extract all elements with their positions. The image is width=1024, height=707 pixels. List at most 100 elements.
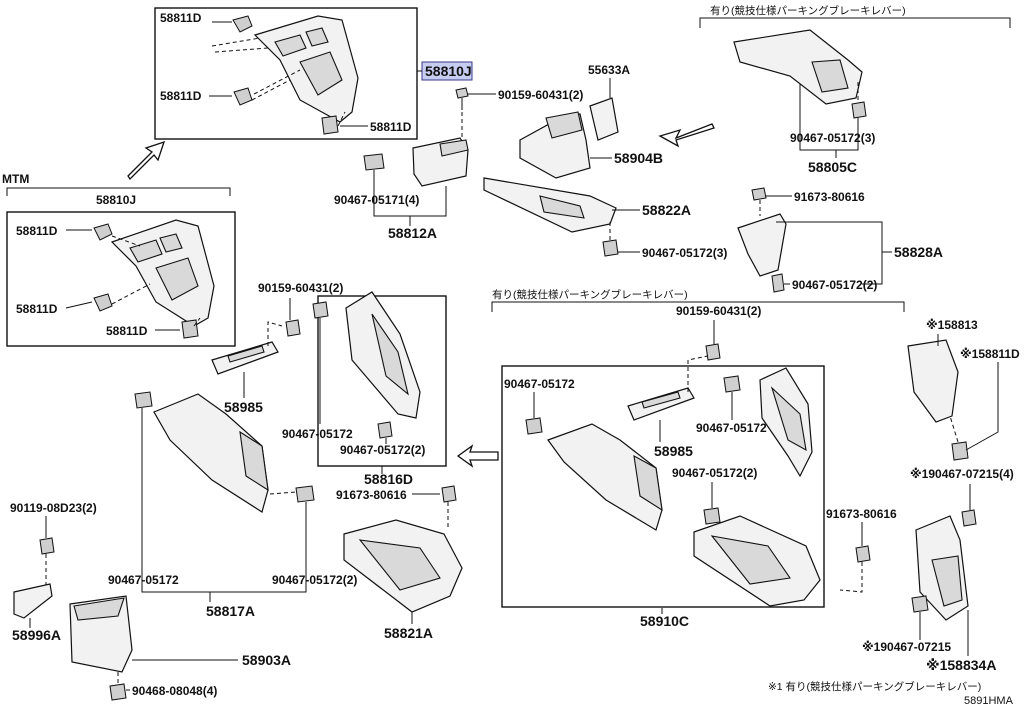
console-panel-top (253, 15, 359, 123)
callout-c44: ※158811D (960, 347, 1020, 361)
callout-c41: 58910C (640, 613, 689, 629)
clip-58816d-top (312, 301, 329, 319)
box-mid (693, 515, 821, 607)
callout-c15: 58828A (894, 244, 943, 260)
callout-c45: ※190467-07215(4) (910, 467, 1014, 481)
callout-c20: 58811D (16, 302, 58, 316)
callout-c36: 90159-60431(2) (676, 304, 761, 318)
bracket-58985-mid (627, 387, 695, 421)
bracket-58996a (13, 583, 53, 619)
callout-c35: 58821A (384, 625, 433, 641)
clip-58811d-1 (232, 15, 253, 33)
callout-c12: 58805C (808, 159, 857, 175)
callout-c19: 58811D (16, 224, 58, 238)
clip-58817a-right (295, 485, 315, 503)
callout-c14: 90467-05172(3) (642, 246, 727, 260)
side-panel-mid (547, 423, 663, 531)
clip-mid-center (703, 507, 721, 525)
callout-c25: 90467-05172(2) (340, 443, 425, 457)
callout-c6: 55633A (588, 63, 630, 77)
clip-58805c (851, 101, 867, 119)
mid-title: 有り(競技仕様パーキングブレーキレバー) (492, 288, 688, 301)
top-right-bracket (699, 17, 1011, 28)
callout-c21: 58811D (106, 324, 148, 338)
callout-c42: 91673-80616 (826, 507, 897, 521)
callout-c26: 58816D (364, 471, 413, 487)
callout-c8: 90467-05171(4) (334, 193, 419, 207)
panel-mid-right (759, 367, 813, 478)
callout-c23: 58985 (224, 399, 263, 415)
callout-c39: 90467-05172 (696, 421, 767, 435)
panel-58816d (345, 291, 421, 419)
arrow-left-top (658, 123, 715, 148)
panel-158813 (907, 339, 959, 423)
callout-c18: 58810J (96, 193, 136, 207)
clip-58811d-2 (233, 87, 253, 106)
callout-c31: 58817A (206, 603, 255, 619)
callout-c13: 91673-80616 (794, 190, 865, 204)
bolt-91673-right (855, 545, 871, 563)
clip-mid-left (525, 417, 543, 435)
callout-c40: 90467-05172(2) (672, 466, 757, 480)
bolt-90119 (39, 537, 55, 555)
callout-c3: 58811D (370, 120, 412, 134)
callout-c43: ※158813 (926, 318, 978, 332)
box-58903a (69, 595, 133, 673)
callout-c37: 90467-05172 (504, 377, 575, 391)
tray-58822a (483, 177, 617, 233)
mtm-box (6, 211, 236, 347)
top-center-box (154, 7, 418, 140)
clip-mid-right (723, 375, 741, 393)
bolt-90159-mid (705, 343, 721, 361)
bolt-90159-60431 (455, 87, 469, 110)
callout-c1: 58811D (160, 11, 202, 25)
mtm-bracket (6, 187, 231, 196)
clip-58828a (771, 273, 785, 293)
console-panel-mtm (110, 219, 215, 327)
bolt-91673-left (441, 485, 457, 503)
clip-mtm-2 (93, 293, 113, 312)
clip-58811d-3 (321, 115, 339, 135)
callout-c47: ※158834A (926, 657, 996, 673)
bolt-190467-low (911, 595, 929, 613)
callout-c28: 90119-08D23(2) (10, 501, 97, 515)
bracket-58828a (737, 213, 787, 277)
callout-c16: 90467-05172(2) (792, 278, 877, 292)
console-58805c (733, 29, 863, 105)
bolt-190467-right (961, 509, 977, 527)
callout-c17: MTM (2, 172, 29, 186)
callout-c2: 58811D (160, 89, 202, 103)
callout-c5: 90159-60431(2) (498, 88, 583, 102)
callout-c46: ※190467-07215 (862, 640, 951, 654)
bolt-90159-left (285, 319, 301, 337)
callout-c24: 90467-05172 (282, 427, 353, 441)
callout-c10: 58822A (642, 202, 691, 218)
clip-mtm-1 (93, 223, 113, 241)
top-right-title: 有り(競技仕様パーキングブレーキレバー) (710, 4, 906, 17)
clip-90467-05172-a (602, 239, 619, 257)
mid-bracket (491, 301, 905, 312)
callout-c38: 58985 (654, 443, 693, 459)
clip-158811d (951, 441, 969, 461)
callout-c11: 90467-05172(3) (790, 131, 875, 145)
bracket-158834a (915, 515, 969, 621)
clip-mtm-3 (181, 319, 199, 339)
bracket-58985 (211, 341, 279, 375)
mid-right-box (501, 365, 825, 608)
clip-90467-05171 (363, 153, 385, 171)
arrow-left-mid (456, 444, 499, 468)
clip-90468 (109, 683, 127, 701)
callout-c9: 58812A (388, 225, 437, 241)
bolt-91673-80616-top (751, 187, 767, 201)
callout-c22: 90159-60431(2) (258, 281, 343, 295)
callout-c30: 90467-05172(2) (272, 573, 357, 587)
armrest-58904b (519, 111, 591, 179)
callout-c4: 58810J (425, 63, 472, 79)
arrow-up-right (127, 140, 166, 181)
side-panel-58817a (153, 393, 269, 513)
callout-c29: 90467-05172 (108, 573, 179, 587)
callout-c7: 58904B (614, 150, 663, 166)
bracket-58812a (412, 137, 469, 187)
box-58821a (343, 519, 463, 613)
diagram-code: 5891HMA (964, 695, 1014, 707)
